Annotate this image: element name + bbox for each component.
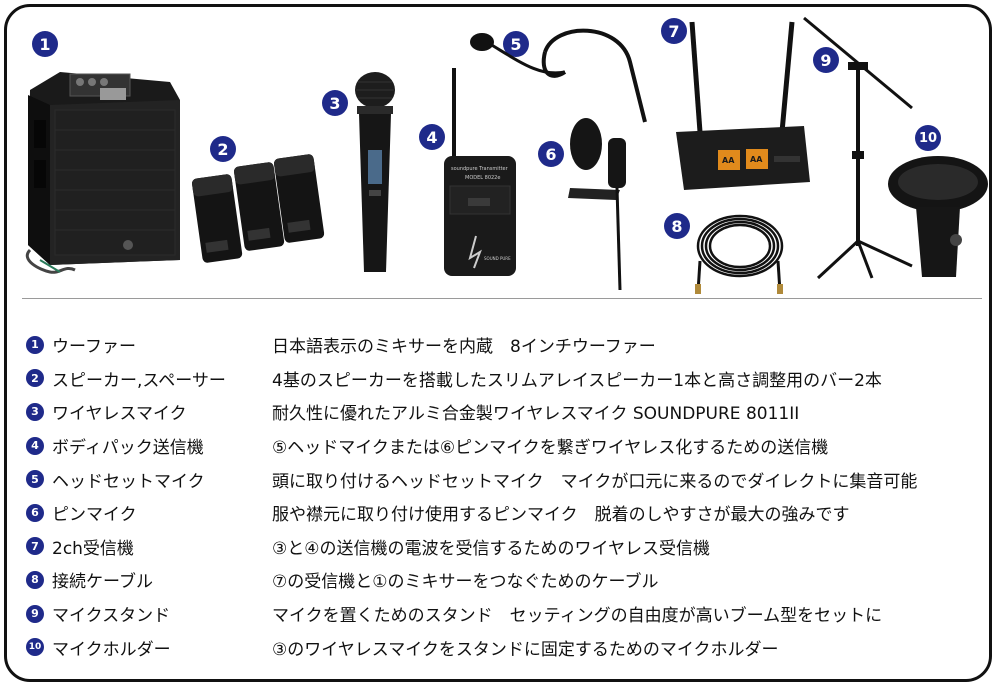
item-name: ヘッドセットマイク bbox=[52, 471, 205, 492]
receiver-image bbox=[676, 21, 810, 190]
list-number-badge: 4 bbox=[26, 436, 44, 455]
list-item: 4 ボディパック送信機 ⑤ヘッドマイクまたは⑥ピンマイクを繋ぎワイヤレス化するた… bbox=[26, 429, 986, 463]
receiver-display-b: AA bbox=[750, 155, 763, 164]
item-description: ③と④の送信機の電波を受信するためのワイヤレス受信機 bbox=[272, 538, 710, 559]
list-number-badge: 6 bbox=[26, 503, 44, 522]
bodypack-transmitter-image bbox=[444, 68, 516, 276]
list-item: 6 ピンマイク 服や襟元に取り付け使用するピンマイク 脱着のしやすさが最大の強み… bbox=[26, 496, 986, 530]
product-number-badge-6: 6 bbox=[538, 141, 564, 167]
list-item: 2 スピーカー,スペーサー 4基のスピーカーを搭載したスリムアレイスピーカー1本… bbox=[26, 362, 986, 396]
transmitter-label-top: soundpure Transmitter bbox=[451, 166, 508, 172]
item-description: 服や襟元に取り付け使用するピンマイク 脱着のしやすさが最大の強みです bbox=[272, 505, 850, 526]
list-item: 9 マイクスタンド マイクを置くためのスタンド セッティングの自由度が高いブーム… bbox=[26, 597, 986, 631]
item-description: 耐久性に優れたアルミ合金製ワイヤレスマイク SOUNDPURE 8011II bbox=[272, 404, 800, 425]
transmitter-label-model: MODEL 8022e bbox=[465, 175, 501, 181]
item-name: ワイヤレスマイク bbox=[52, 404, 187, 425]
list-number-badge: 10 bbox=[26, 638, 44, 657]
list-item: 10 マイクホルダー ③のワイヤレスマイクをスタンドに固定するためのマイクホルダ… bbox=[26, 630, 986, 664]
item-name: ピンマイク bbox=[52, 505, 137, 526]
speaker-spacer-image bbox=[191, 154, 325, 263]
item-name: ボディパック送信機 bbox=[52, 438, 204, 459]
item-description: マイクを置くためのスタンド セッティングの自由度が高いブーム型をセットに bbox=[272, 606, 883, 627]
list-number-badge: 7 bbox=[26, 537, 44, 556]
woofer-image bbox=[26, 72, 180, 274]
product-number-badge-3: 3 bbox=[322, 90, 348, 116]
headset-mic-image bbox=[470, 28, 647, 123]
item-description: ⑤ヘッドマイクまたは⑥ピンマイクを繋ぎワイヤレス化するための送信機 bbox=[272, 438, 829, 459]
product-number-badge-10: 10 bbox=[915, 125, 941, 151]
list-number-badge: 3 bbox=[26, 402, 44, 421]
list-item: 5 ヘッドセットマイク 頭に取り付けるヘッドセットマイク マイクが口元に来るので… bbox=[26, 462, 986, 496]
receiver-display-a: AA bbox=[722, 156, 735, 165]
item-description: 頭に取り付けるヘッドセットマイク マイクが口元に来るのでダイレクトに集音可能 bbox=[272, 471, 918, 492]
list-number-badge: 8 bbox=[26, 570, 44, 589]
product-number-badge-8: 8 bbox=[664, 213, 690, 239]
list-item: 7 2ch受信機 ③と④の送信機の電波を受信するためのワイヤレス受信機 bbox=[26, 530, 986, 564]
wireless-mic-image bbox=[355, 72, 395, 272]
product-number-badge-4: 4 bbox=[419, 124, 445, 150]
mic-holder-image bbox=[888, 156, 988, 277]
item-description: ⑦の受信機と①のミキサーをつなぐためのケーブル bbox=[272, 572, 659, 593]
item-name: マイクスタンド bbox=[52, 606, 171, 627]
product-number-badge-1: 1 bbox=[32, 31, 58, 57]
product-description-list: 1 ウーファー 日本語表示のミキサーを内蔵 8インチウーファー 2 スピーカー,… bbox=[26, 328, 986, 664]
item-name: マイクホルダー bbox=[52, 639, 171, 660]
product-number-badge-5: 5 bbox=[503, 31, 529, 57]
list-item: 3 ワイヤレスマイク 耐久性に優れたアルミ合金製ワイヤレスマイク SOUNDPU… bbox=[26, 395, 986, 429]
list-number-badge: 5 bbox=[26, 470, 44, 489]
connection-cable-image bbox=[695, 214, 784, 294]
item-name: ウーファー bbox=[52, 337, 136, 358]
list-item: 8 接続ケーブル ⑦の受信機と①のミキサーをつなぐためのケーブル bbox=[26, 563, 986, 597]
item-name: 接続ケーブル bbox=[52, 572, 153, 593]
product-number-badge-9: 9 bbox=[813, 47, 839, 73]
list-item: 1 ウーファー 日本語表示のミキサーを内蔵 8インチウーファー bbox=[26, 328, 986, 362]
mic-stand-image bbox=[803, 16, 913, 280]
transmitter-label-brand: SOUND PURE bbox=[484, 256, 511, 261]
item-description: ③のワイヤレスマイクをスタンドに固定するためのマイクホルダー bbox=[272, 639, 779, 660]
item-name: 2ch受信機 bbox=[52, 538, 134, 559]
item-name: スピーカー,スペーサー bbox=[52, 370, 226, 391]
item-description: 4基のスピーカーを搭載したスリムアレイスピーカー1本と高さ調整用のバー2本 bbox=[272, 370, 882, 391]
section-divider bbox=[22, 298, 982, 299]
list-number-badge: 2 bbox=[26, 369, 44, 388]
product-number-badge-2: 2 bbox=[210, 136, 236, 162]
list-number-badge: 1 bbox=[26, 335, 44, 354]
list-number-badge: 9 bbox=[26, 604, 44, 623]
item-description: 日本語表示のミキサーを内蔵 8インチウーファー bbox=[272, 337, 656, 358]
pin-mic-image bbox=[568, 118, 626, 291]
product-number-badge-7: 7 bbox=[661, 18, 687, 44]
